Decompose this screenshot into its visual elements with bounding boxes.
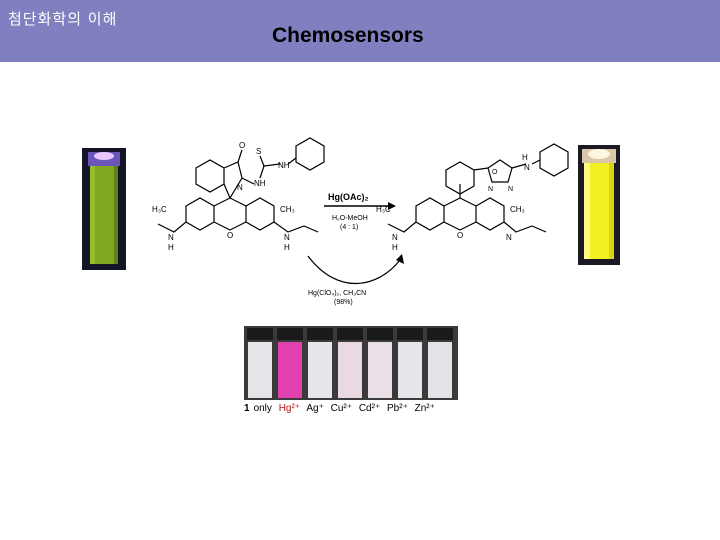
right-of-left-n-label: N bbox=[284, 233, 290, 242]
right-mol-left-h-label: H bbox=[392, 243, 398, 252]
oxadiazole-n2-label: N bbox=[508, 186, 513, 193]
vial-cap bbox=[277, 328, 303, 340]
left-xanthene-o-label: O bbox=[227, 231, 233, 240]
right-phenyl-ring bbox=[539, 143, 569, 177]
vial-cap bbox=[367, 328, 393, 340]
vial-label-cu: Cu²⁺ bbox=[330, 403, 353, 414]
oxadiazole-n1-label: N bbox=[488, 186, 493, 193]
right-xanthene-ring-a bbox=[415, 197, 445, 231]
right-benzene-ring bbox=[445, 161, 475, 195]
course-title: 첨단화학의 이해 bbox=[8, 10, 118, 28]
vial-solution bbox=[398, 342, 422, 398]
vial-solution bbox=[368, 342, 392, 398]
yield-label: (98%) bbox=[334, 299, 353, 306]
cuvette-photo-before bbox=[82, 148, 126, 270]
vial-cap bbox=[427, 328, 453, 340]
left-carbonyl-o-label: O bbox=[239, 141, 245, 150]
vial-label-hg: Hg²⁺ bbox=[278, 403, 301, 414]
right-xanthene-o-label: O bbox=[457, 231, 463, 240]
reagent-hg-clo4: Hg(ClO₄)₂, CH₃CN bbox=[308, 290, 366, 297]
vial-cap bbox=[397, 328, 423, 340]
left-nh-thio-label: NH bbox=[278, 161, 290, 170]
left-phenyl-ring bbox=[295, 137, 325, 171]
oxadiazole-ring bbox=[487, 159, 513, 183]
vial-label-only: only bbox=[253, 403, 272, 414]
vial-label-1: 1 bbox=[244, 403, 250, 414]
right-xanthene-ring-c bbox=[475, 197, 505, 231]
left-nh-ring-label: NH bbox=[254, 179, 266, 188]
vial-solution bbox=[338, 342, 362, 398]
vial-cap bbox=[247, 328, 273, 340]
slide-title: Chemosensors bbox=[272, 24, 424, 47]
solvent-ratio-label: (4 : 1) bbox=[340, 224, 358, 231]
vial-label-cd: Cd²⁺ bbox=[358, 403, 381, 414]
left-s-label: S bbox=[256, 147, 261, 156]
vial-cap bbox=[337, 328, 363, 340]
right-mol-left-n-label: N bbox=[392, 233, 398, 242]
solvent-label: H₂O-MeOH bbox=[332, 215, 368, 222]
right-ch3-label: CH₃ bbox=[510, 205, 525, 214]
reagent-hg-oac: Hg(OAc)₂ bbox=[328, 192, 369, 202]
vial-label-zn: Zn²⁺ bbox=[414, 403, 435, 414]
vial-solution bbox=[278, 342, 302, 398]
right-of-left-h-label: H bbox=[284, 243, 290, 252]
vial-photo bbox=[244, 326, 458, 400]
left-h3c-label: H₃C bbox=[152, 205, 167, 214]
vial-solution bbox=[248, 342, 272, 398]
vial-solution bbox=[308, 342, 332, 398]
left-n-label: N bbox=[168, 233, 174, 242]
vial-solution bbox=[428, 342, 452, 398]
right-h3c-label: H₃C bbox=[376, 205, 391, 214]
oxadiazole-o-label: O bbox=[492, 169, 498, 176]
left-ch3-label: CH₃ bbox=[280, 205, 295, 214]
reaction-scheme: H₃C CH₃ O S NH N NH O N H N H Hg(OAc)₂ H… bbox=[152, 137, 569, 306]
left-n-ring-label: N bbox=[237, 183, 243, 192]
vial-label-ag: Ag⁺ bbox=[306, 403, 324, 414]
left-xanthene-ring-a bbox=[185, 197, 215, 231]
left-benzene-ring bbox=[195, 159, 225, 193]
slide-header: 첨단화학의 이해 Chemosensors bbox=[0, 0, 720, 62]
vial-cap bbox=[307, 328, 333, 340]
left-xanthene-ring-c bbox=[245, 197, 275, 231]
cuvette-photo-after bbox=[578, 145, 620, 265]
right-nh-h-label: H bbox=[522, 153, 528, 162]
left-h-label: H bbox=[168, 243, 174, 252]
right-nh-label: N bbox=[524, 163, 530, 172]
vial-label-pb: Pb²⁺ bbox=[387, 403, 408, 414]
right-mol-right-n-label: N bbox=[506, 233, 512, 242]
